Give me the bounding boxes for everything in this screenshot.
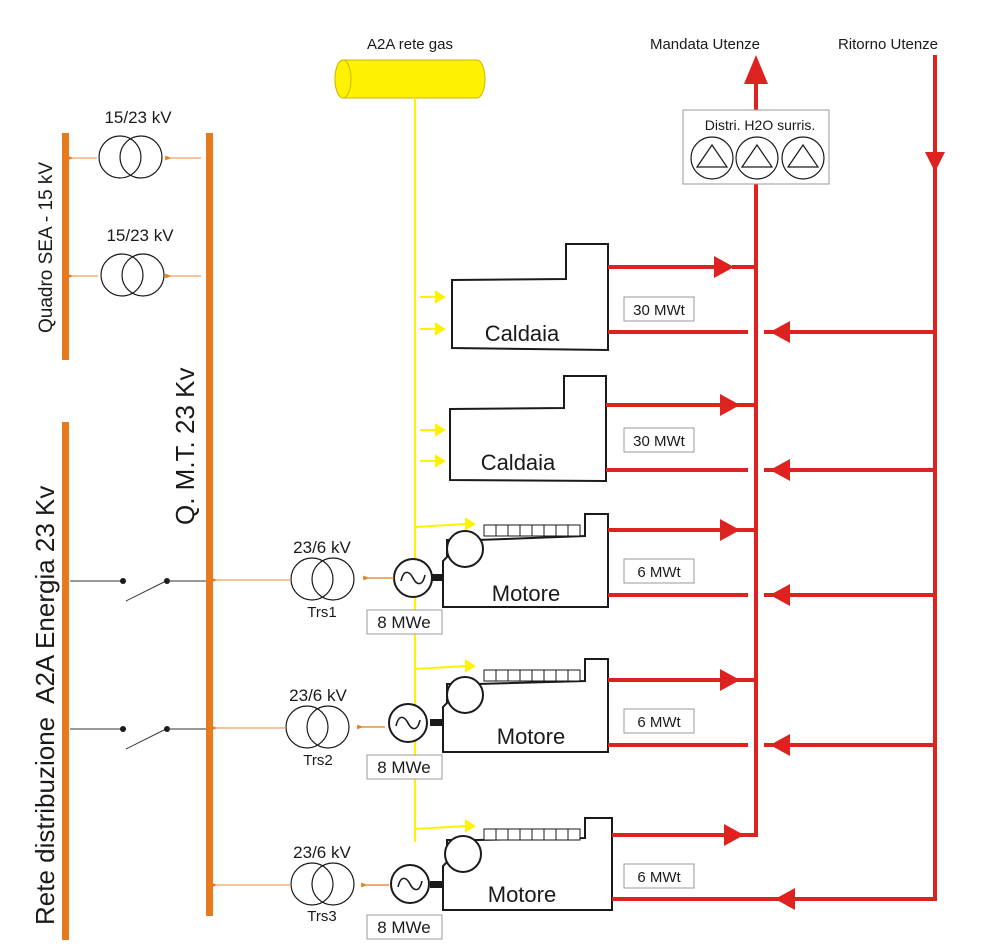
sea-transformer-2: 15/23 kV [67, 226, 201, 297]
transformer-name: Trs3 [307, 908, 336, 925]
a2a-bus-label: Rete distribuzione A2A Energia 23 Kv [30, 486, 60, 925]
sea-busbar [62, 133, 69, 360]
engine-electric-power: 8 MWe [377, 613, 431, 632]
return-flow-arrow-icon [770, 459, 790, 481]
supply-flow-arrow-icon [714, 256, 734, 278]
supply-flow-arrow-icon [720, 519, 740, 541]
engine-3: Motore 8 MWe 6 MWt 23/6 kV Trs3 [211, 817, 937, 940]
engine-thermal-power: 6 MWt [637, 564, 681, 581]
transformer-icon [98, 135, 163, 179]
return-flow-arrow-icon [775, 888, 795, 910]
return-label: Ritorno Utenze [838, 36, 938, 53]
supply-arrow-icon [744, 55, 768, 84]
turbocharger-icon [446, 676, 484, 714]
boiler-outline [449, 375, 607, 483]
engine-cylinders-icon [483, 669, 581, 682]
engine-label: Motore [497, 724, 565, 749]
pump-icon [690, 136, 734, 180]
sea-transformer-1: 15/23 kV [67, 108, 201, 179]
shaft-coupling [430, 719, 444, 726]
generator-icon [393, 558, 433, 598]
pump-station-label: Distri. H2O surris. [705, 117, 815, 133]
engine-thermal-power: 6 MWt [637, 714, 681, 731]
engine-thermal-power: 6 MWt [637, 869, 681, 886]
transformer-name: Trs1 [307, 604, 336, 621]
gas-network-label: A2A rete gas [367, 36, 453, 53]
engine-electric-power: 8 MWe [377, 758, 431, 777]
transformer-icon [290, 862, 355, 906]
engine-outline [442, 513, 609, 608]
transformer-name: Trs2 [303, 752, 332, 769]
boiler-thermal-power: 30 MWt [633, 302, 686, 319]
transformer-icon [290, 557, 355, 601]
pump-icon [781, 136, 825, 180]
return-flow-arrow-icon [770, 584, 790, 606]
engine-label: Motore [488, 882, 556, 907]
gas-network: A2A rete gas [334, 36, 486, 842]
gas-cylinder-icon [334, 59, 486, 99]
boiler-label: Caldaia [485, 321, 560, 346]
pump-icon [735, 136, 779, 180]
shaft-coupling [430, 881, 444, 888]
transformer-icon [100, 253, 165, 297]
boiler-thermal-power: 30 MWt [633, 433, 686, 450]
return-flow-arrow-icon [770, 734, 790, 756]
a2a-busbar [62, 422, 69, 940]
qmt-busbar [206, 133, 213, 916]
gas-feeds [414, 290, 476, 833]
transformer-rating: 23/6 kV [289, 686, 347, 705]
transformer-rating: 23/6 kV [293, 843, 351, 862]
qmt-bus-label: Q. M.T. 23 Kv [170, 368, 200, 526]
engine-electric-power: 8 MWe [377, 918, 431, 937]
return-arrow-icon [925, 152, 945, 172]
engine-1: Motore 8 MWe 6 MWt 23/6 kV Trs1 [211, 513, 935, 635]
boiler-2: Caldaia 30 MWt [449, 375, 935, 483]
tie-switch-2[interactable] [70, 726, 206, 750]
supply-flow-arrow-icon [720, 394, 740, 416]
generator-icon [388, 703, 428, 743]
engine-outline [442, 658, 609, 753]
pump-station: Distri. H2O surris. [682, 109, 830, 185]
turbocharger-icon [446, 530, 484, 568]
transformer-rating: 15/23 kV [106, 226, 174, 245]
electrical-buses: Quadro SEA - 15 kV Rete distribuzione A2… [30, 108, 213, 940]
tie-switch-1[interactable] [70, 578, 206, 602]
return-flow-arrow-icon [770, 321, 790, 343]
supply-flow-arrow-icon [720, 669, 740, 691]
sea-bus-label: Quadro SEA - 15 kV [36, 162, 57, 333]
turbocharger-icon [444, 835, 482, 873]
supply-label: Mandata Utenze [650, 36, 760, 53]
engine-cylinders-icon [483, 828, 581, 841]
hot-water-network: Mandata Utenze Ritorno Utenze Distri. H2… [650, 36, 945, 900]
shaft-coupling [430, 574, 444, 581]
boiler-outline [451, 243, 609, 352]
engine-2: Motore 8 MWe 6 MWt 23/6 kV Trs2 [211, 658, 935, 780]
transformer-rating: 15/23 kV [104, 108, 172, 127]
transformer-icon [285, 705, 350, 749]
boiler-label: Caldaia [481, 450, 556, 475]
transformer-rating: 23/6 kV [293, 538, 351, 557]
engine-label: Motore [492, 581, 560, 606]
engine-cylinders-icon [483, 524, 581, 537]
supply-flow-arrow-icon [724, 824, 744, 846]
generator-icon [390, 864, 430, 904]
boiler-1: Caldaia 30 MWt [451, 243, 935, 352]
